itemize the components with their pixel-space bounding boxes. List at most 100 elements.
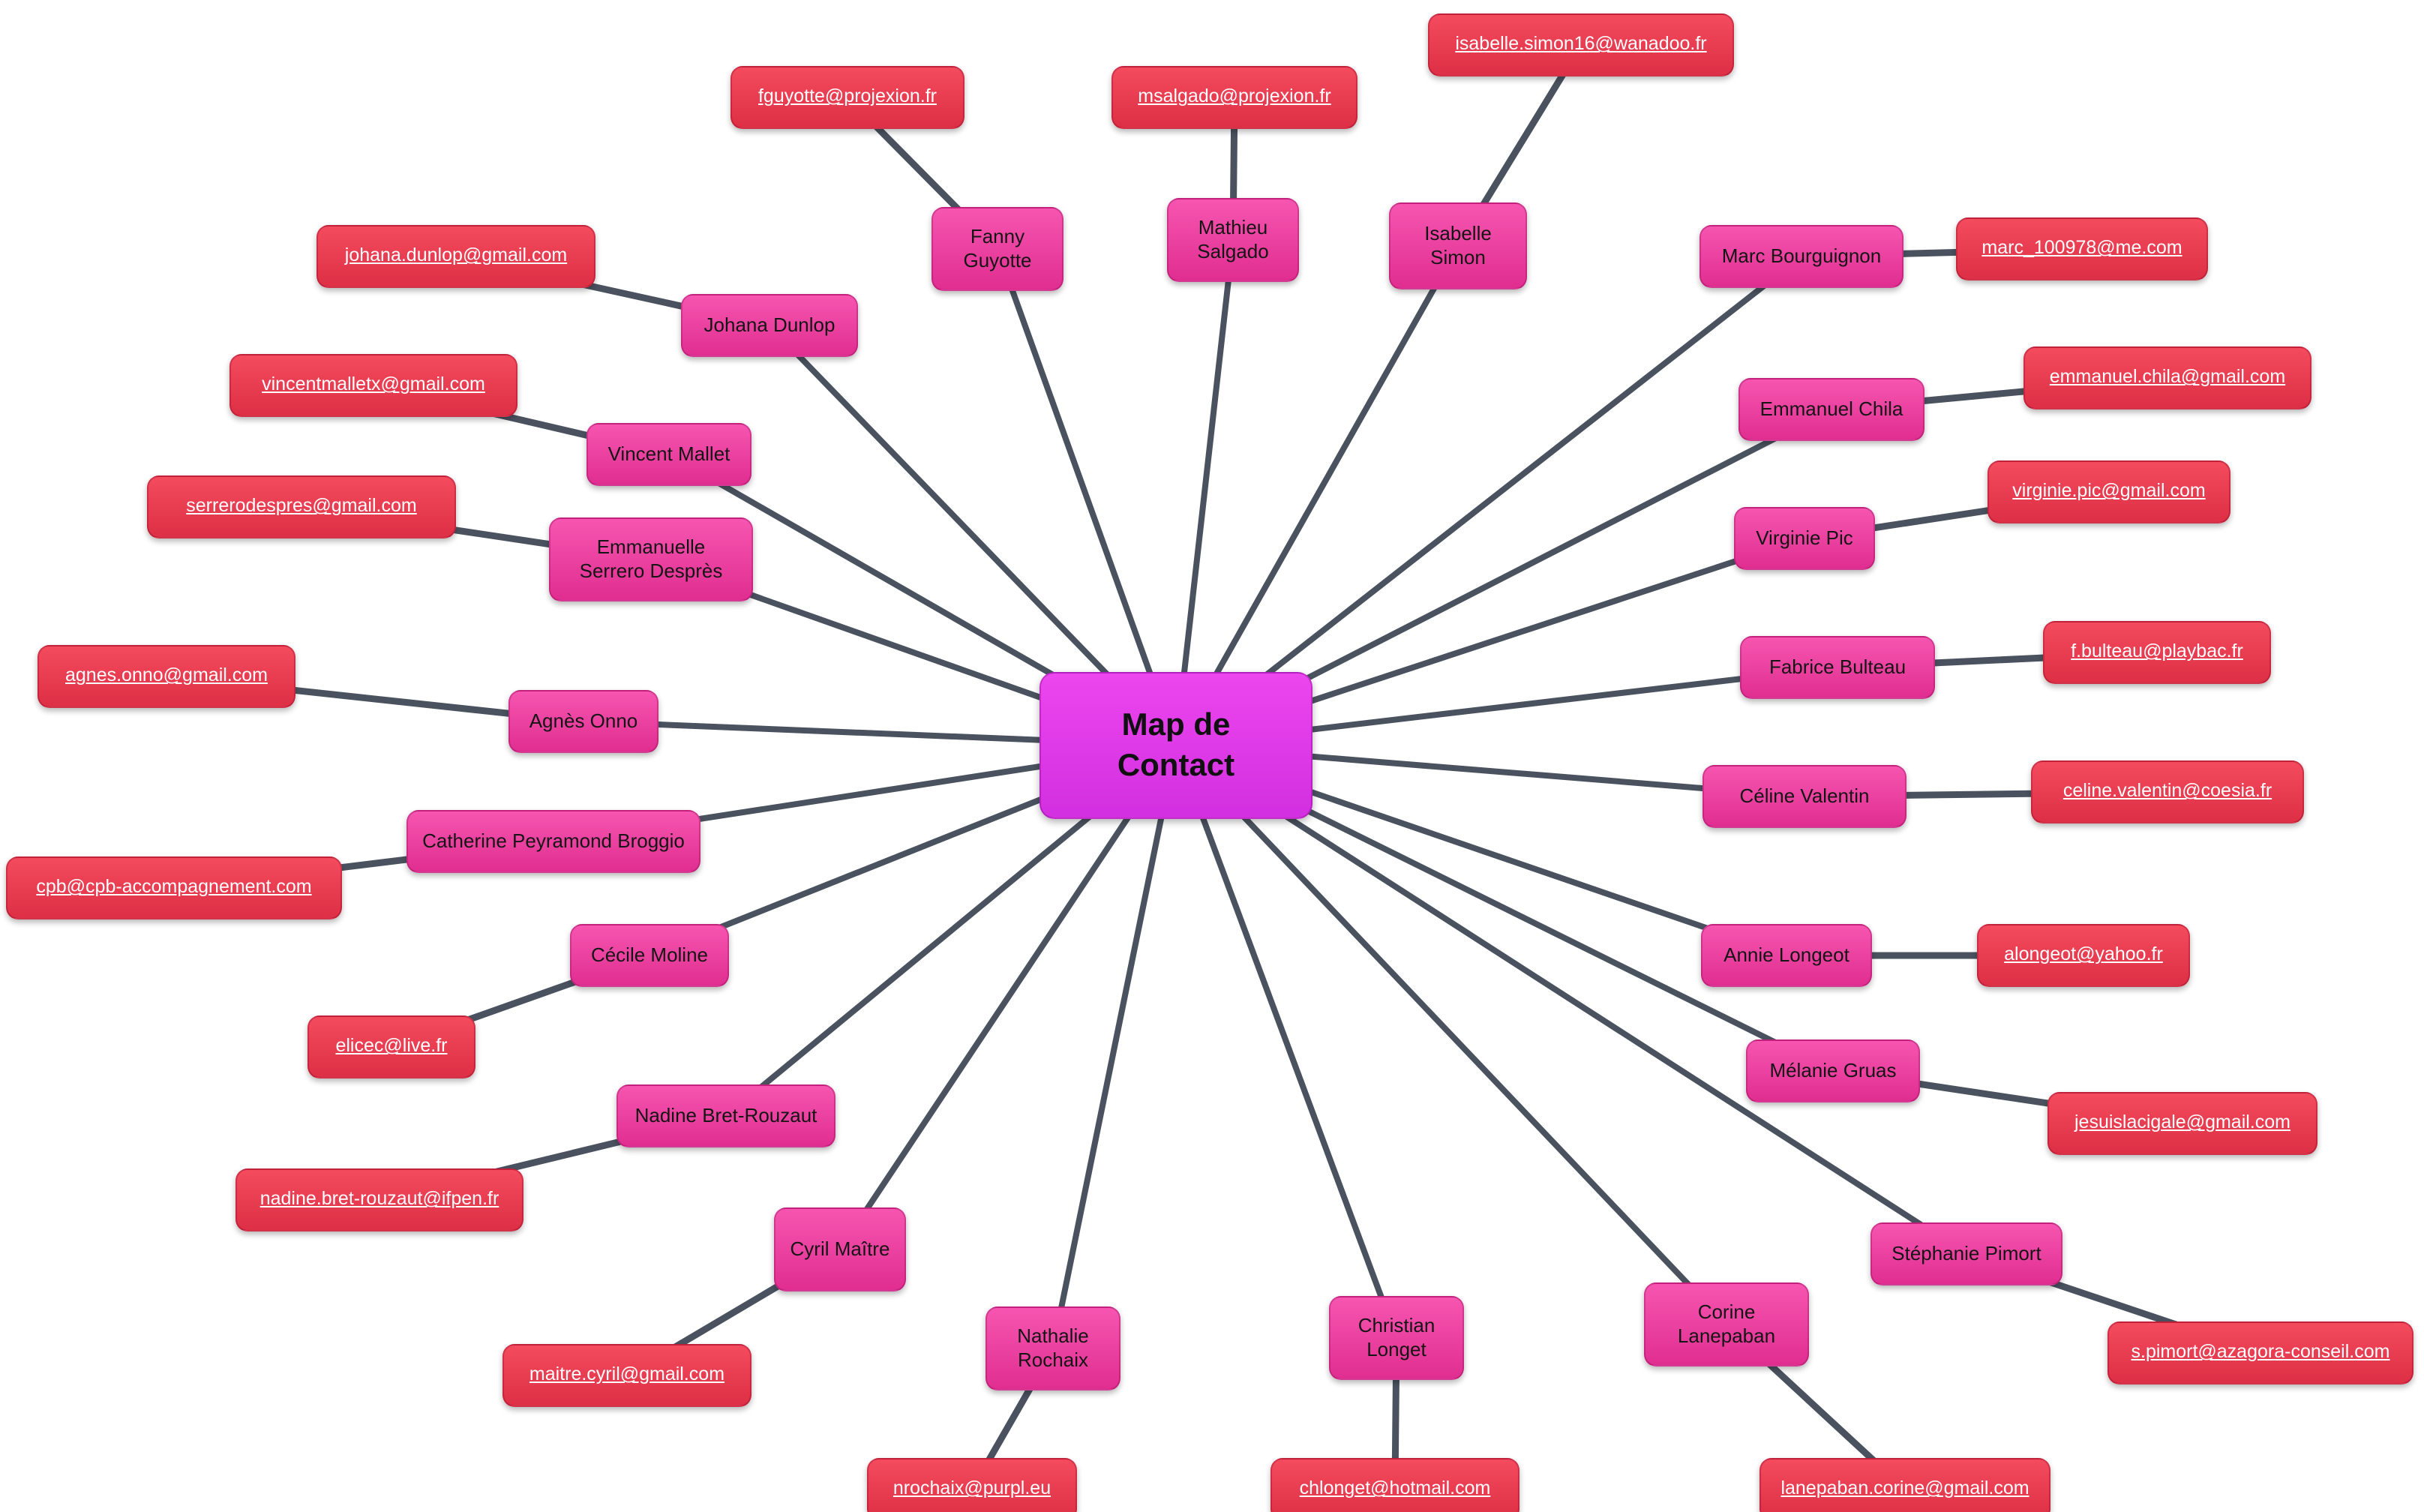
edge-center-to-marc-bourguignon [1174, 254, 1804, 748]
contact-node-celine-valentin-label: Céline Valentin [1739, 784, 1870, 807]
contact-node-agnes-onno[interactable]: Agnès Onno [508, 690, 658, 753]
email-node-corine-lanepaban[interactable]: lanepaban.corine@gmail.com [1760, 1458, 2050, 1512]
email-node-isabelle-simon[interactable]: isabelle.simon16@wanadoo.fr [1428, 14, 1734, 76]
contact-node-fabrice-bulteau[interactable]: Fabrice Bulteau [1740, 636, 1935, 699]
contact-node-emmanuel-chila-label: Emmanuel Chila [1760, 397, 1904, 420]
contact-node-catherine-peyramond-broggio[interactable]: Catherine Peyramond Broggio [406, 810, 700, 873]
email-node-fabrice-bulteau-label: f.bulteau@playbac.fr [2071, 640, 2243, 662]
email-node-agnes-onno-label: agnes.onno@gmail.com [65, 664, 268, 686]
contact-node-johana-dunlop[interactable]: Johana Dunlop [681, 294, 858, 357]
email-node-emmanuelle-serrero-despres[interactable]: serrerodespres@gmail.com [147, 476, 456, 538]
email-node-nadine-bret-rouzaut-label: nadine.bret-rouzaut@ifpen.fr [260, 1188, 500, 1210]
email-node-emmanuelle-serrero-despres-label: serrerodespres@gmail.com [186, 495, 417, 517]
contact-node-emmanuelle-serrero-despres[interactable]: Emmanuelle Serrero Desprès [549, 518, 753, 602]
email-node-mathieu-salgado[interactable]: msalgado@projexion.fr [1112, 66, 1358, 129]
contact-node-nathalie-rochaix[interactable]: Nathalie Rochaix [986, 1306, 1120, 1390]
email-node-nathalie-rochaix-label: nrochaix@purpl.eu [892, 1478, 1052, 1499]
email-node-johana-dunlop-label: johana.dunlop@gmail.com [344, 244, 568, 266]
contact-node-catherine-peyramond-broggio-label: Catherine Peyramond Broggio [422, 829, 685, 852]
email-node-celine-valentin[interactable]: celine.valentin@coesia.fr [2031, 760, 2304, 824]
contact-node-isabelle-simon-label: Isabelle Simon [1424, 221, 1492, 269]
contact-node-marc-bourguignon[interactable]: Marc Bourguignon [1700, 225, 1904, 288]
contact-node-nathalie-rochaix-label: Nathalie Rochaix [1017, 1324, 1089, 1372]
contact-node-mathieu-salgado[interactable]: Mathieu Salgado [1167, 198, 1299, 282]
email-node-stephanie-pimort-label: s.pimort@azagora-conseil.com [2131, 1341, 2390, 1363]
email-node-vincent-mallet[interactable]: vincentmalletx@gmail.com [230, 354, 518, 417]
email-node-emmanuel-chila-label: emmanuel.chila@gmail.com [2049, 366, 2286, 388]
contact-node-stephanie-pimort-label: Stéphanie Pimort [1892, 1241, 2042, 1264]
edge-center-to-isabelle-simon [1173, 244, 1461, 747]
contact-node-marc-bourguignon-label: Marc Bourguignon [1721, 244, 1882, 267]
contact-node-cyril-maitre-label: Cyril Maître [790, 1237, 890, 1260]
email-node-catherine-peyramond-broggio-label: cpb@cpb-accompagnement.com [36, 876, 312, 898]
email-node-cyril-maitre[interactable]: maitre.cyril@gmail.com [502, 1344, 752, 1407]
email-node-catherine-peyramond-broggio[interactable]: cpb@cpb-accompagnement.com [6, 856, 342, 920]
email-node-celine-valentin-label: celine.valentin@coesia.fr [2062, 780, 2272, 802]
email-node-corine-lanepaban-label: lanepaban.corine@gmail.com [1780, 1478, 2030, 1499]
email-node-nadine-bret-rouzaut[interactable]: nadine.bret-rouzaut@ifpen.fr [236, 1168, 524, 1232]
contact-node-emmanuelle-serrero-despres-label: Emmanuelle Serrero Desprès [579, 535, 723, 583]
email-node-stephanie-pimort[interactable]: s.pimort@azagora-conseil.com [2108, 1322, 2414, 1384]
contact-node-virginie-pic[interactable]: Virginie Pic [1734, 507, 1875, 570]
email-node-virginie-pic[interactable]: virginie.pic@gmail.com [1988, 460, 2230, 524]
contact-node-agnes-onno-label: Agnès Onno [529, 709, 638, 732]
edge-center-to-cyril-maitre [837, 743, 1179, 1252]
edge-center-to-mathieu-salgado [1173, 239, 1236, 746]
contact-node-christian-longet-label: Christian Longet [1358, 1313, 1436, 1361]
contact-node-mathieu-salgado-label: Mathieu Salgado [1197, 215, 1269, 263]
center-node-label: Map de Contact [1117, 707, 1235, 783]
email-node-melanie-gruas-label: jesuislacigale@gmail.com [2074, 1112, 2290, 1133]
email-node-marc-bourguignon-label: marc_100978@me.com [1982, 237, 2182, 259]
contact-node-annie-longeot-label: Annie Longeot [1724, 943, 1850, 966]
edge-center-to-fanny-guyotte [994, 248, 1179, 747]
contact-node-vincent-mallet-label: Vincent Mallet [608, 442, 730, 465]
email-node-nathalie-rochaix[interactable]: nrochaix@purpl.eu [867, 1458, 1077, 1512]
contact-node-johana-dunlop-label: Johana Dunlop [704, 313, 836, 336]
contact-node-corine-lanepaban[interactable]: Corine Lanepaban [1644, 1282, 1809, 1366]
email-node-annie-longeot-label: alongeot@yahoo.fr [2004, 944, 2163, 965]
contact-node-cecile-moline[interactable]: Cécile Moline [570, 924, 729, 987]
email-node-christian-longet[interactable]: chlonget@hotmail.com [1270, 1458, 1520, 1512]
email-node-annie-longeot[interactable]: alongeot@yahoo.fr [1977, 924, 2190, 987]
email-node-fanny-guyotte[interactable]: fguyotte@projexion.fr [730, 66, 964, 129]
email-node-christian-longet-label: chlonget@hotmail.com [1299, 1478, 1491, 1499]
contact-node-melanie-gruas-label: Mélanie Gruas [1769, 1058, 1897, 1082]
contact-node-corine-lanepaban-label: Corine Lanepaban [1677, 1300, 1776, 1348]
email-node-melanie-gruas[interactable]: jesuislacigale@gmail.com [2048, 1092, 2318, 1155]
contact-node-fanny-guyotte-label: Fanny Guyotte [963, 224, 1032, 272]
contact-node-christian-longet[interactable]: Christian Longet [1329, 1296, 1464, 1380]
contact-node-annie-longeot[interactable]: Annie Longeot [1701, 924, 1872, 987]
email-node-cyril-maitre-label: maitre.cyril@gmail.com [529, 1364, 725, 1385]
contact-node-emmanuel-chila[interactable]: Emmanuel Chila [1738, 378, 1924, 441]
contact-node-vincent-mallet[interactable]: Vincent Mallet [586, 423, 752, 486]
contact-node-nadine-bret-rouzaut[interactable]: Nadine Bret-Rouzaut [616, 1084, 836, 1148]
email-node-marc-bourguignon[interactable]: marc_100978@me.com [1956, 218, 2208, 280]
contact-node-cecile-moline-label: Cécile Moline [590, 943, 709, 966]
email-node-johana-dunlop[interactable]: johana.dunlop@gmail.com [316, 225, 596, 288]
email-node-virginie-pic-label: virginie.pic@gmail.com [2012, 480, 2206, 502]
contact-node-celine-valentin[interactable]: Céline Valentin [1702, 765, 1906, 828]
email-node-emmanuel-chila[interactable]: emmanuel.chila@gmail.com [2024, 346, 2312, 410]
email-node-agnes-onno[interactable]: agnes.onno@gmail.com [38, 645, 296, 708]
edge-center-to-nathalie-rochaix [1050, 745, 1179, 1349]
edge-center-to-stephanie-pimort [1174, 742, 1969, 1257]
contact-node-isabelle-simon[interactable]: Isabelle Simon [1389, 202, 1527, 290]
edge-center-to-corine-lanepaban [1174, 743, 1729, 1327]
contact-node-fanny-guyotte[interactable]: Fanny Guyotte [932, 207, 1064, 291]
email-node-fabrice-bulteau[interactable]: f.bulteau@playbac.fr [2043, 621, 2271, 684]
edge-center-to-christian-longet [1173, 744, 1400, 1340]
contact-node-stephanie-pimort[interactable]: Stéphanie Pimort [1870, 1222, 2062, 1286]
email-node-cecile-moline-label: elicec@live.fr [335, 1035, 448, 1057]
contact-node-fabrice-bulteau-label: Fabrice Bulteau [1768, 655, 1906, 678]
email-node-fanny-guyotte-label: fguyotte@projexion.fr [758, 86, 937, 107]
email-node-mathieu-salgado-label: msalgado@projexion.fr [1138, 86, 1331, 107]
contact-node-nadine-bret-rouzaut-label: Nadine Bret-Rouzaut [634, 1103, 818, 1126]
email-node-cecile-moline[interactable]: elicec@live.fr [308, 1016, 476, 1078]
contact-node-virginie-pic-label: Virginie Pic [1756, 526, 1853, 549]
contact-node-cyril-maitre[interactable]: Cyril Maître [774, 1208, 906, 1292]
email-node-vincent-mallet-label: vincentmalletx@gmail.com [262, 374, 485, 395]
center-node[interactable]: Map de Contact [1040, 672, 1312, 819]
contact-node-melanie-gruas[interactable]: Mélanie Gruas [1746, 1040, 1920, 1102]
